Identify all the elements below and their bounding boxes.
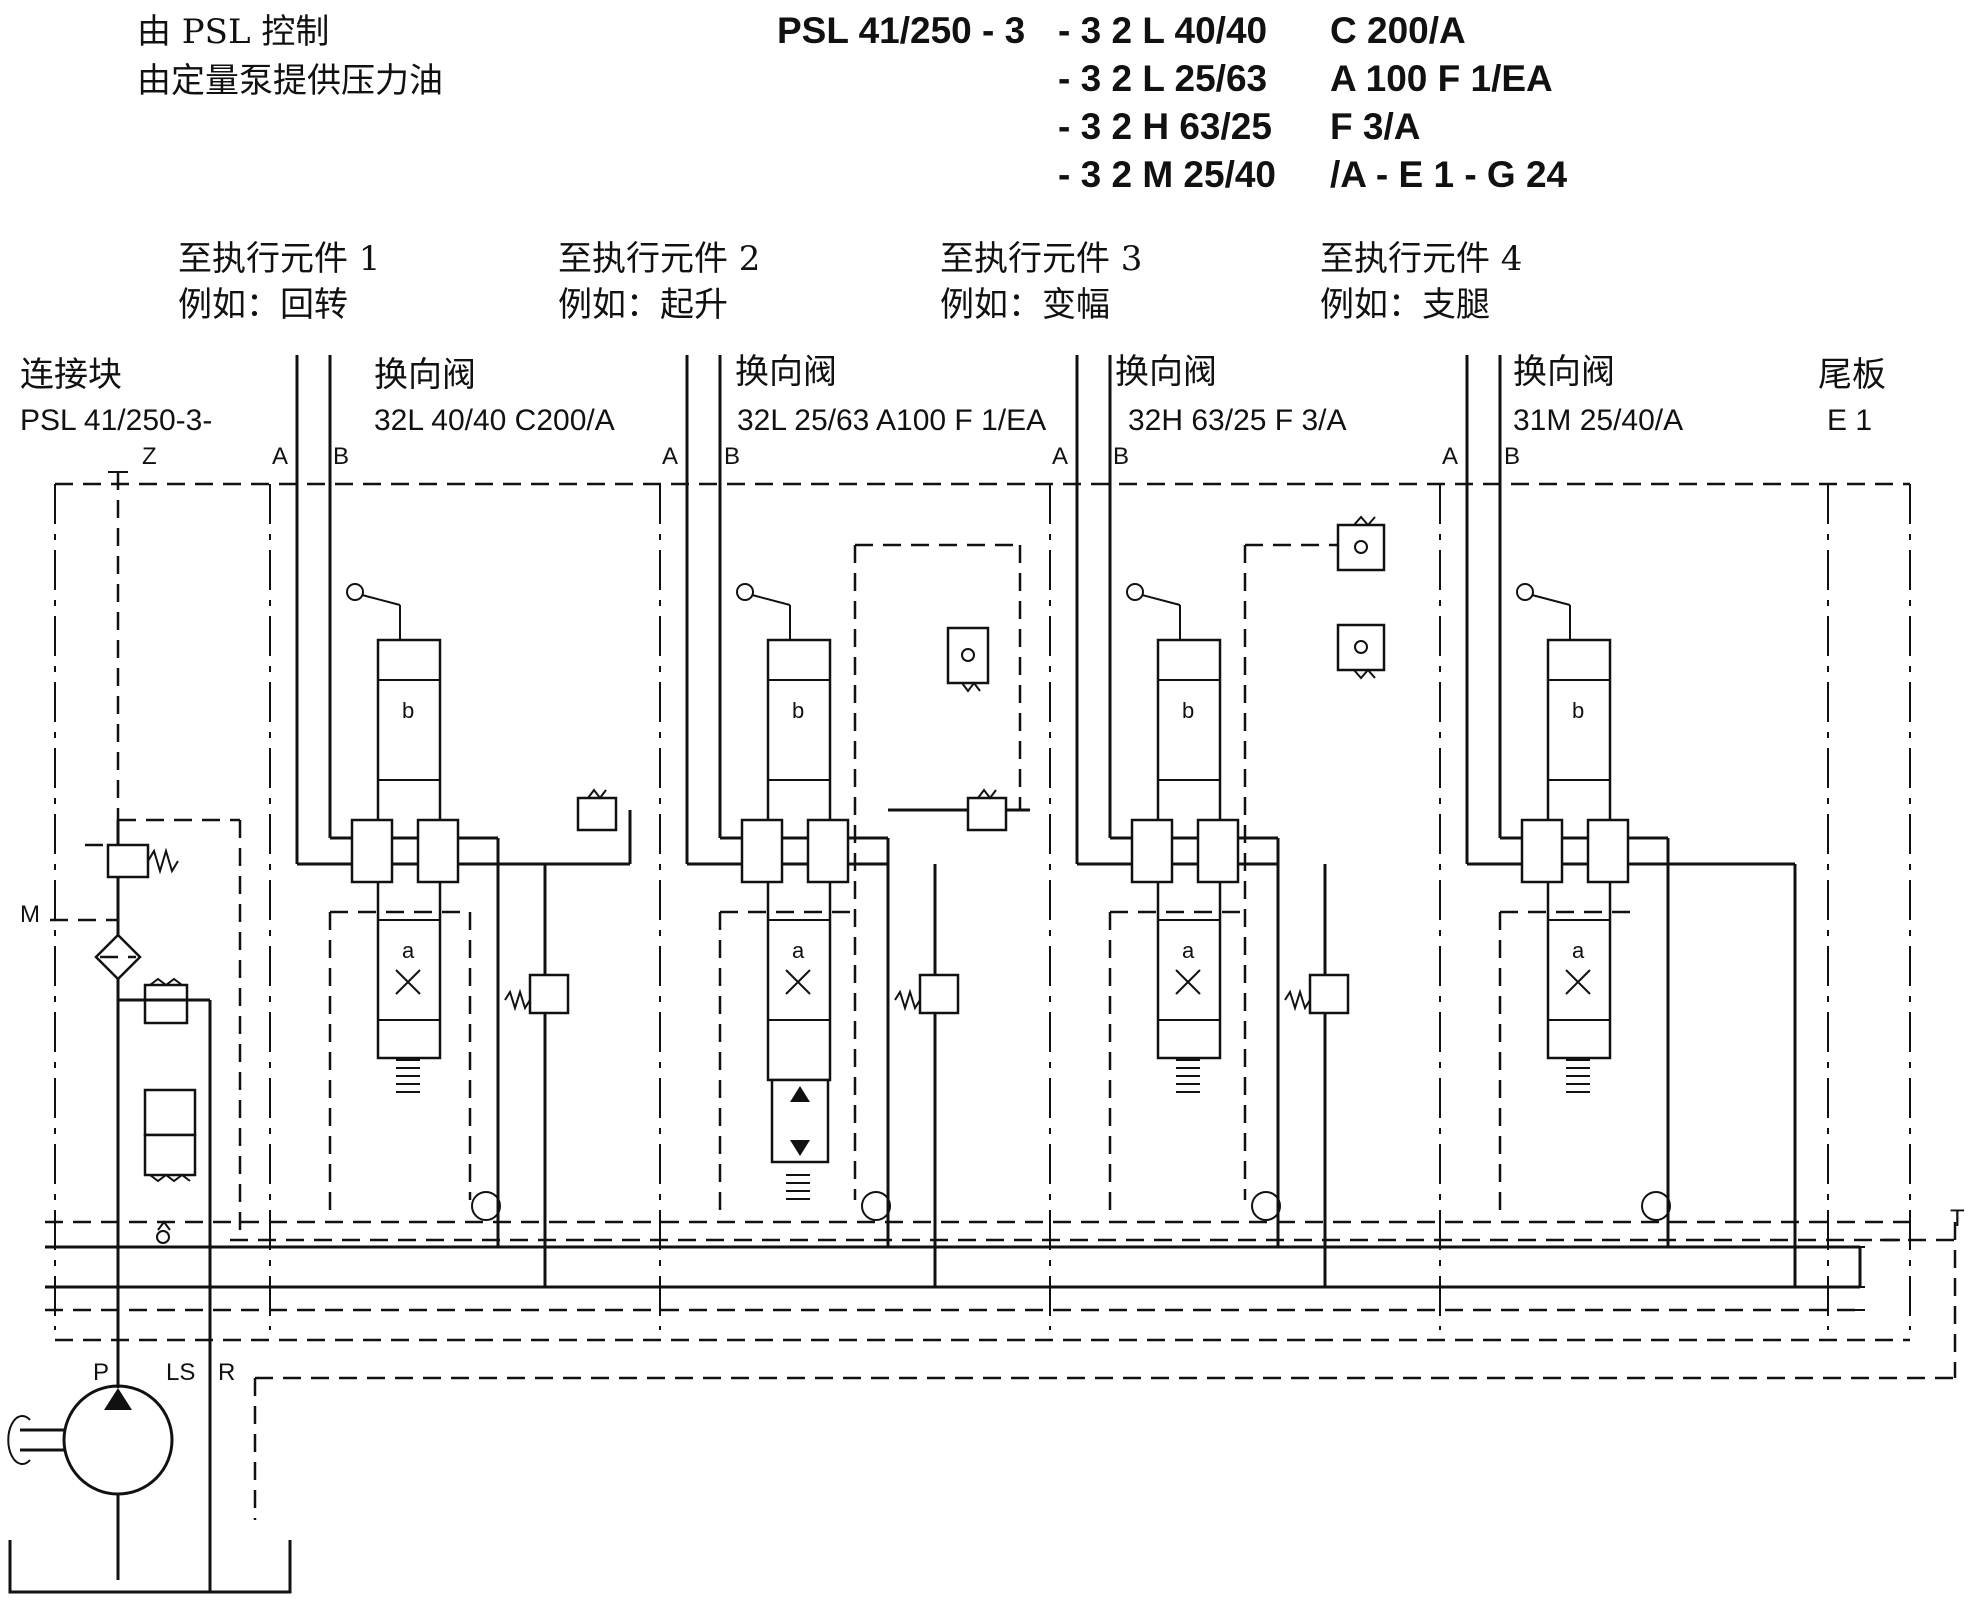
port-b-label-4: B <box>1504 443 1520 470</box>
port-b-label-1: B <box>333 443 349 470</box>
actuator-2-title: 至执行元件 2 <box>558 239 760 279</box>
model-code-suffix-2: A 100 F 1/EA <box>1330 58 1553 99</box>
pilot-valve-icon <box>1336 523 1386 572</box>
valve-2-code: 32L 25/63 A100 F 1/EA <box>737 404 1046 437</box>
housing-outline <box>54 482 1911 1342</box>
pressure-valve-icon <box>576 796 618 832</box>
model-code-spec-4: - 3 2 M 25/40 <box>1058 154 1276 195</box>
valve-section-3: b a <box>1077 515 1386 1287</box>
valve-2-title: 换向阀 <box>735 352 837 392</box>
port-z-label: Z <box>142 443 157 470</box>
valve-4-code: 31M 25/40/A <box>1513 404 1683 437</box>
relief-valve-icon <box>106 843 150 879</box>
valve-3-code: 32H 63/25 F 3/A <box>1128 404 1346 437</box>
port-ls-label: LS <box>166 1359 195 1386</box>
shuttle-valve-icon <box>528 973 570 1015</box>
check-valve-icon <box>157 1220 171 1231</box>
inlet-code: PSL 41/250-3- <box>20 404 212 437</box>
main-channels <box>45 1220 1957 1520</box>
port-b-label-3: B <box>1113 443 1129 470</box>
shuttle-valve-icon <box>918 973 960 1015</box>
lever-icon <box>736 583 754 601</box>
load-check-icon <box>1251 1191 1281 1221</box>
model-code-spec-3: - 3 2 H 63/25 <box>1058 106 1272 147</box>
valve-4-title: 换向阀 <box>1513 352 1615 392</box>
end-plate <box>1855 1238 1955 1311</box>
supply-note: 由定量泵提供压力油 <box>137 61 443 101</box>
tank-icon <box>8 1540 292 1594</box>
shuttle-valve-icon <box>1308 973 1350 1015</box>
port-a-label-2: A <box>662 443 678 470</box>
model-code-suffix-3: F 3/A <box>1330 106 1420 147</box>
model-code-spec-1: - 3 2 L 40/40 <box>1058 10 1267 51</box>
end-plate-code: E 1 <box>1827 404 1872 437</box>
compensator-icon <box>143 983 189 1025</box>
valve-section-1: b a <box>297 583 632 1287</box>
lever-icon <box>346 583 364 601</box>
valve-section-4: b a <box>1467 583 1797 1287</box>
load-check-icon <box>1641 1191 1671 1221</box>
inlet-title: 连接块 <box>20 355 122 395</box>
actuator-lines <box>295 355 1502 864</box>
load-check-icon <box>471 1191 501 1221</box>
spool-mark-a: a <box>1572 938 1585 963</box>
port-t-label: T <box>1950 1205 1965 1232</box>
port-m-label: M <box>20 901 40 928</box>
valve-3-title: 换向阀 <box>1115 352 1217 392</box>
actuator-1-title: 至执行元件 1 <box>178 239 380 279</box>
spool-mark-b: b <box>1572 698 1584 723</box>
model-code-suffix-1: C 200/A <box>1330 10 1466 51</box>
valve-section-2: b a <box>687 543 1030 1287</box>
spool-mark-b: b <box>402 698 414 723</box>
actuator-3-title: 至执行元件 3 <box>940 239 1142 279</box>
model-code-suffix-4: /A - E 1 - G 24 <box>1330 154 1568 195</box>
port-b-label-2: B <box>724 443 740 470</box>
load-check-icon <box>861 1191 891 1221</box>
valve-1-code: 32L 40/40 C200/A <box>374 404 615 437</box>
end-plate-title: 尾板 <box>1818 355 1886 395</box>
spool-mark-a: a <box>402 938 415 963</box>
port-a-label-4: A <box>1442 443 1458 470</box>
actuator-4-title: 至执行元件 4 <box>1320 239 1522 279</box>
actuator-3-example: 例如：变幅 <box>940 285 1110 325</box>
spool-mark-b: b <box>792 698 804 723</box>
lever-icon <box>1516 583 1534 601</box>
lever-icon <box>1126 583 1144 601</box>
priority-valve-icon <box>143 1088 197 1137</box>
model-code-block: PSL 41/250 - 3 - 3 2 L 40/40 C 200/A - 3… <box>777 10 1568 195</box>
actuator-1-example: 例如：回转 <box>178 285 348 325</box>
control-note: 由 PSL 控制 <box>137 12 329 52</box>
model-code-spec-2: - 3 2 L 25/63 <box>1058 58 1267 99</box>
valve-1-title: 换向阀 <box>374 355 476 395</box>
port-a-label-3: A <box>1052 443 1068 470</box>
spool-mark-b: b <box>1182 698 1194 723</box>
pressure-valve-icon <box>966 796 1008 832</box>
actuator-2-example: 例如：起升 <box>558 285 728 325</box>
port-p-label: P <box>93 1359 109 1386</box>
port-a-label-1: A <box>272 443 288 470</box>
port-r-label: R <box>218 1359 235 1386</box>
spool-mark-a: a <box>1182 938 1195 963</box>
spool-mark-a: a <box>792 938 805 963</box>
inlet-block <box>7 471 292 1594</box>
pilot-valve-icon <box>946 626 990 685</box>
model-code-prefix: PSL 41/250 - 3 <box>777 10 1025 51</box>
actuator-4-example: 例如：支腿 <box>1320 285 1490 325</box>
